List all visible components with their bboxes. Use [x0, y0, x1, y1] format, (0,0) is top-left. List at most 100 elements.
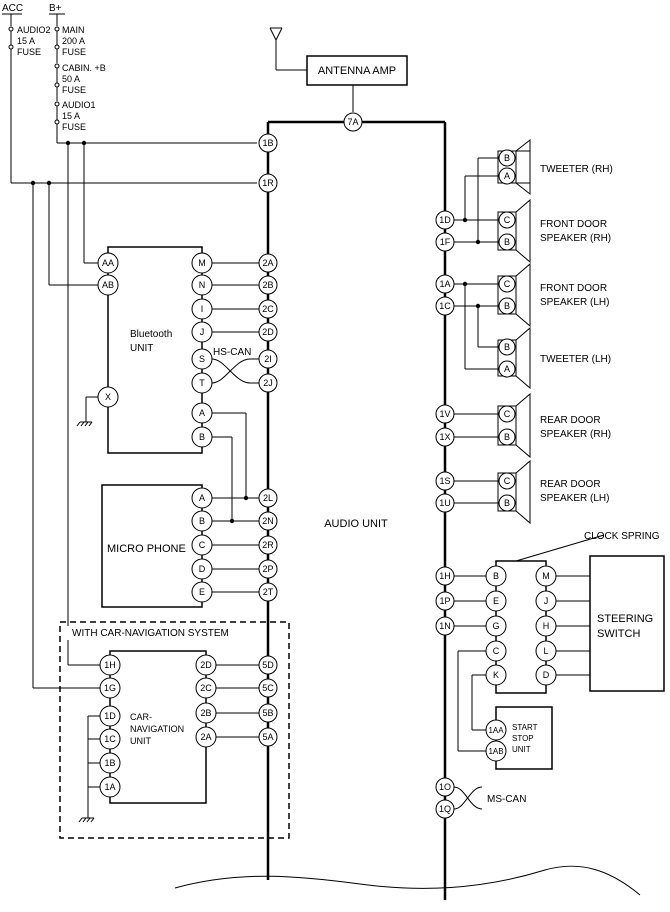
rear-door-speaker-lh: C B REAR DOOR SPEAKER (LH) [454, 459, 609, 525]
bt-pin-n: N [191, 274, 213, 296]
bluetooth-audio-wires: HS-CAN [211, 262, 259, 521]
power-wires [11, 140, 257, 689]
micro-phone: MICRO PHONE A B C D E [101, 484, 213, 608]
bplus-label: B+ [49, 3, 62, 14]
audio-pin-5d: 5D [258, 655, 278, 675]
audio-pin-1v: 1V [435, 404, 455, 424]
fd-rh-pin-c: C [498, 211, 516, 229]
svg-text:2D: 2D [262, 327, 274, 337]
svg-text:1G: 1G [104, 683, 116, 693]
svg-text:L: L [543, 646, 548, 656]
navigation-title: WITH CAR-NAVIGATION SYSTEM [72, 628, 229, 639]
fuse-type: FUSE [62, 47, 86, 57]
antenna-amp: ANTENNA AMP [306, 55, 408, 86]
svg-text:M: M [198, 258, 206, 268]
audio-pin-1n: 1N [435, 616, 455, 636]
svg-text:B: B [504, 498, 510, 508]
audio-unit-label: AUDIO UNIT [324, 518, 388, 530]
svg-text:1D: 1D [104, 711, 116, 721]
nav-pin-1d: 1D [99, 705, 121, 727]
svg-text:1R: 1R [262, 178, 274, 188]
svg-text:2A: 2A [262, 258, 273, 268]
audio-pin-1x: 1X [435, 427, 455, 447]
fuse-rating: 50 A [62, 74, 80, 84]
svg-text:1O: 1O [439, 782, 451, 792]
ss-label-3: UNIT [512, 745, 531, 754]
audio-pin-2p: 2P [258, 559, 278, 579]
svg-text:1C: 1C [439, 301, 451, 311]
steering-label-2: SWITCH [597, 628, 640, 640]
nav-pin-2a: 2A [195, 726, 217, 748]
svg-text:B: B [504, 301, 510, 311]
rd-lh-pin-b: B [498, 494, 516, 512]
audio-pin-1s: 1S [435, 471, 455, 491]
bt-pin-m: M [191, 252, 213, 274]
cs-pin-d: D [535, 664, 557, 686]
audio-pin-5b: 5B [258, 703, 278, 723]
ms-can-label: MS-CAN [487, 794, 526, 805]
svg-text:1D: 1D [439, 215, 451, 225]
cs-pin-e: E [485, 590, 507, 612]
ss-label-1: START [512, 723, 538, 732]
audio-pin-2d: 2D [258, 322, 278, 342]
rd-rh-label-1: REAR DOOR [540, 415, 601, 426]
audio-pin-1h: 1H [435, 566, 455, 586]
mic-pin-d: D [191, 558, 213, 580]
audio-connectors-right: 1D 1F 1A 1C 1V 1X 1S 1U 1H 1P 1N 1O 1Q [435, 210, 455, 819]
rd-rh-pin-b: B [498, 428, 516, 446]
svg-text:2A: 2A [200, 732, 211, 742]
svg-text:B: B [504, 153, 510, 163]
svg-text:2R: 2R [262, 540, 274, 550]
svg-text:2D: 2D [200, 660, 212, 670]
audio-pin-1o: 1O [435, 777, 455, 797]
svg-text:1A: 1A [439, 279, 450, 289]
bluetooth-label-1: Bluetooth [130, 329, 172, 340]
fuse-cabin: CABIN. +B 50 A FUSE [54, 63, 106, 95]
ms-can: MS-CAN [453, 786, 526, 810]
ground-bluetooth [76, 396, 98, 427]
audio-pin-7a: 7A [343, 112, 363, 132]
bt-pin-s: S [191, 348, 213, 370]
tweeter-lh: B A TWEETER (LH) [497, 326, 611, 390]
svg-text:2J: 2J [263, 378, 273, 388]
cs-pin-m: M [535, 565, 557, 587]
svg-text:C: C [199, 540, 206, 550]
tw-lh-pin-b: B [498, 338, 516, 356]
bt-pin-a: A [191, 402, 213, 424]
audio-pin-2b: 2B [258, 275, 278, 295]
cs-pin-h: H [535, 615, 557, 637]
front-door-speaker-rh: C B FRONT DOOR SPEAKER (RH) [497, 198, 611, 264]
svg-text:B: B [504, 432, 510, 442]
svg-text:1H: 1H [439, 571, 451, 581]
audio-pin-1q: 1Q [435, 799, 455, 819]
svg-text:1A: 1A [104, 782, 115, 792]
mic-pin-c: C [191, 534, 213, 556]
audio-pin-5c: 5C [258, 678, 278, 698]
svg-text:5B: 5B [262, 708, 273, 718]
cs-pin-b: B [485, 565, 507, 587]
svg-text:2C: 2C [200, 683, 212, 693]
svg-text:C: C [504, 409, 511, 419]
svg-text:S: S [199, 354, 205, 364]
nav-pin-2c: 2C [195, 677, 217, 699]
svg-text:K: K [493, 670, 499, 680]
audio-pin-1d: 1D [435, 210, 455, 230]
nav-label-2: NAVIGATION [130, 724, 184, 734]
audio-pin-1b: 1B [258, 133, 278, 153]
nav-pin-1a: 1A [99, 776, 121, 798]
fuse-type: FUSE [62, 85, 86, 95]
svg-text:M: M [542, 571, 550, 581]
svg-text:1U: 1U [439, 498, 451, 508]
rd-rh-label-2: SPEAKER (RH) [540, 429, 611, 440]
cs-pin-l: L [535, 640, 557, 662]
audio-pin-1f: 1F [435, 232, 455, 252]
audio-pin-2l: 2L [258, 488, 278, 508]
fd-rh-label-2: SPEAKER (RH) [540, 233, 611, 244]
svg-text:B: B [199, 432, 205, 442]
svg-text:1B: 1B [104, 758, 115, 768]
antenna-amp-label: ANTENNA AMP [318, 65, 396, 77]
svg-text:C: C [504, 215, 511, 225]
audio-pin-2c: 2C [258, 299, 278, 319]
fd-rh-label-1: FRONT DOOR [540, 219, 607, 230]
fd-lh-label-2: SPEAKER (LH) [540, 297, 609, 308]
